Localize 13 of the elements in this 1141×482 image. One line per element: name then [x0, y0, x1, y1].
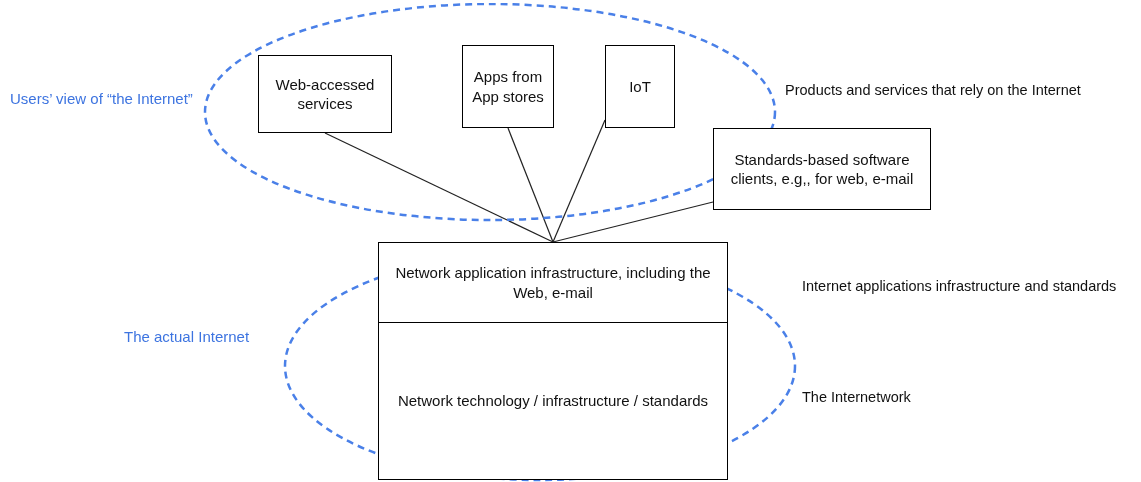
text-box: Network application infrastructure, including the Web, e-mail [378, 242, 728, 323]
ellipse-label: Users’ view of “the Internet” [10, 90, 193, 107]
connector-line [552, 119, 606, 243]
side-label: The Internetwork [802, 389, 911, 405]
connector-line [507, 127, 554, 243]
text-box: Standards-based software clients, e.g,, for web, e-mail [713, 128, 931, 210]
ellipse-label: The actual Internet [124, 328, 250, 345]
text-box: Web-accessed services [258, 55, 392, 133]
connector-line [552, 201, 714, 243]
text-box: Apps from App stores [462, 45, 554, 128]
connector-line [324, 132, 554, 243]
text-box: IoT [605, 45, 675, 128]
side-label: Products and services that rely on the Internet [785, 82, 1081, 98]
